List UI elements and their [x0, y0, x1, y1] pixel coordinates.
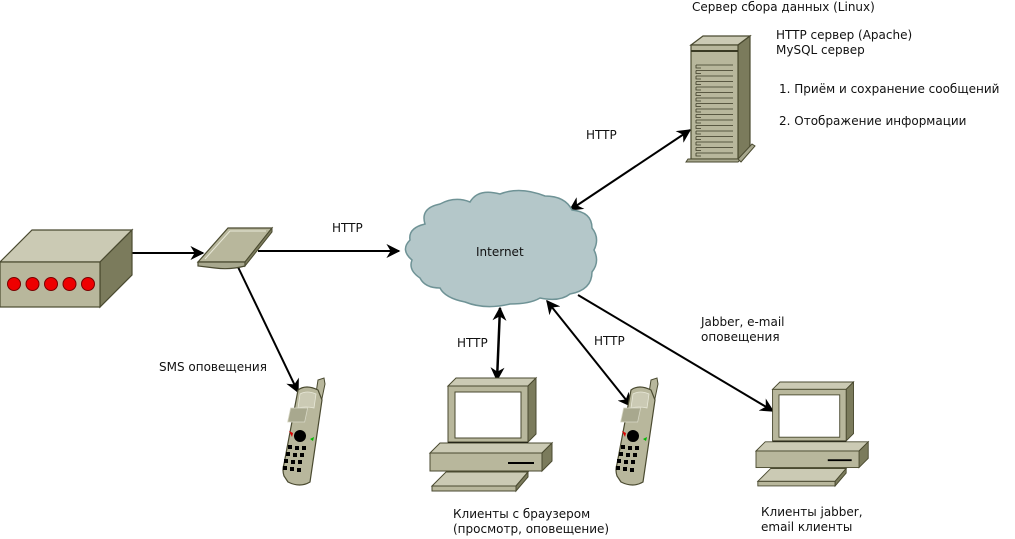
label-http-gateway: HTTP: [332, 221, 363, 235]
server-title: Сервер сбора данных (Linux): [692, 0, 875, 14]
internet-label: Internet: [476, 245, 524, 259]
link-gateway-sms-phone: [237, 266, 299, 394]
label-http-browser: HTTP: [457, 336, 488, 350]
server-slot: [695, 86, 733, 91]
label-http-server: HTTP: [586, 128, 617, 142]
server-slot: [695, 103, 733, 107]
jabber-pc-icon: [755, 381, 869, 487]
server-slot: [695, 64, 733, 69]
sms-phone-icon: [282, 377, 326, 486]
server-slot: [695, 70, 733, 74]
server-function-1: 1. Приём и сохранение сообщений: [779, 82, 1000, 96]
server-slot: [695, 125, 733, 129]
server-slot: [695, 141, 733, 146]
server-slot: [695, 81, 733, 85]
server-slot: [695, 152, 733, 157]
server-slot: [695, 119, 733, 124]
server-slot: [695, 130, 733, 135]
server-software-apache: HTTP сервер (Apache): [776, 28, 913, 42]
server-slot: [695, 75, 733, 80]
label-browser-clients: Клиенты с браузером (просмотр, оповещени…: [453, 507, 610, 536]
led-indicator: [7, 277, 21, 291]
link-internet-jabber: [577, 294, 775, 412]
server-slot: [695, 147, 733, 151]
label-sms: SMS оповещения: [159, 360, 267, 374]
label-jabber-email: Jabber, e-mail оповещения: [701, 315, 785, 344]
server-software-mysql: MySQL сервер: [776, 43, 865, 57]
server-slot: [695, 108, 733, 113]
server-slot: [695, 114, 733, 118]
server-tower-icon: [685, 34, 756, 163]
server-slot: [695, 136, 733, 140]
server-slot: [695, 97, 733, 102]
internet-cloud-icon: [404, 189, 598, 308]
link-server-internet: [568, 129, 692, 211]
server-slot: [695, 92, 733, 96]
led-indicator: [62, 277, 77, 291]
led-indicator: [81, 277, 95, 291]
label-jabber-clients: Клиенты jabber, email клиенты: [761, 505, 863, 534]
link-mobile-internet: [546, 299, 632, 408]
label-http-mobile: HTTP: [594, 334, 625, 348]
gateway-pda-icon: [196, 226, 274, 270]
led-indicator: [44, 277, 58, 291]
sensor-device-icon: [0, 228, 134, 309]
led-indicator: [25, 277, 40, 291]
server-function-2: 2. Отображение информации: [779, 114, 967, 128]
link-browser-internet: [490, 306, 507, 382]
browser-pc-icon: [429, 377, 553, 492]
